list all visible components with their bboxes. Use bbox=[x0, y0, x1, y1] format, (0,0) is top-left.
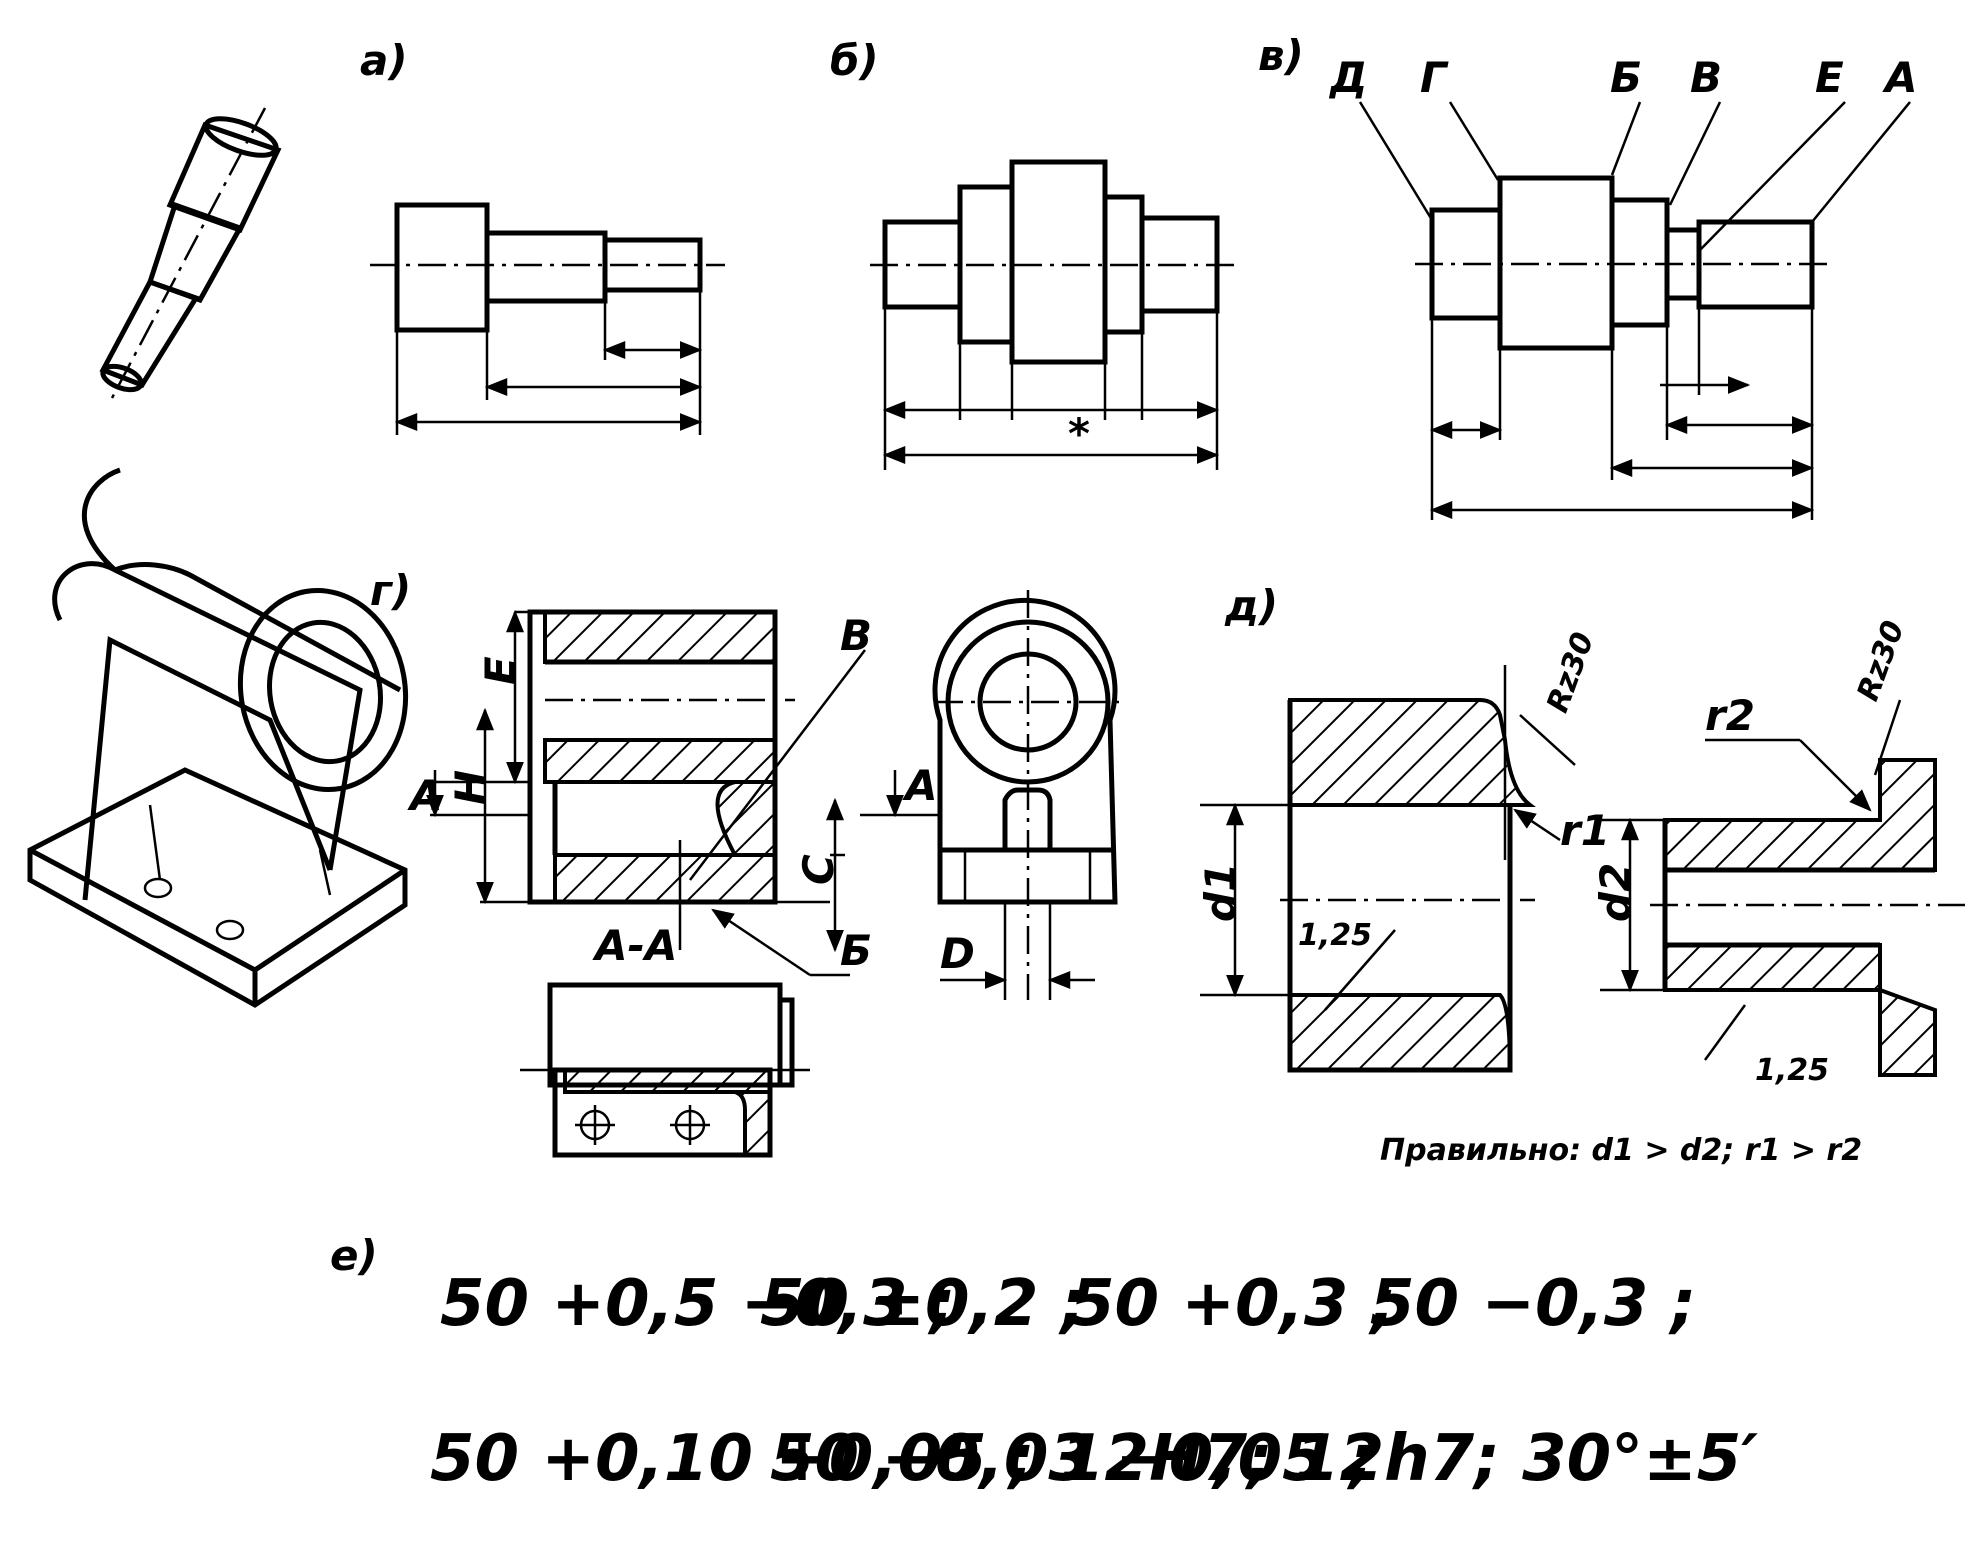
finish-1-label: 1,25 bbox=[1298, 918, 1372, 953]
dimension-h-label: H bbox=[446, 770, 495, 805]
dimension-c-label: C bbox=[794, 854, 843, 885]
bracket-side-view: D A bbox=[860, 590, 1120, 1000]
bracket-isometric bbox=[27, 467, 409, 1008]
tolerance-3: 50 +0,3 ; bbox=[1070, 1267, 1396, 1341]
surface-v-label: В bbox=[840, 611, 872, 660]
rz1-label: Rz30 bbox=[1540, 628, 1601, 717]
panel-a: а) bbox=[99, 36, 725, 435]
surface-label-3: Б bbox=[1610, 53, 1642, 102]
tolerance-7: 12H7; 12h7; 30°±5′ bbox=[1060, 1422, 1758, 1496]
surface-b-label: Б bbox=[840, 926, 872, 975]
surface-label-2: Г bbox=[1420, 53, 1449, 102]
rule-note: Правильно: d1 > d2; r1 > r2 bbox=[1380, 1133, 1862, 1168]
r1-label: r1 bbox=[1560, 806, 1610, 855]
shaft-v-drawing bbox=[1415, 175, 1830, 520]
panel-v: в) Д Г Б В Е А bbox=[1258, 31, 1918, 520]
dimension-e-label: E bbox=[476, 656, 525, 685]
panel-d: д) d1 Rz30 r1 1,25 bbox=[1196, 581, 1965, 1168]
surface-label-4: В bbox=[1690, 53, 1722, 102]
part-left: d1 Rz30 r1 1,25 bbox=[1196, 628, 1610, 1073]
surface-label-5: Е bbox=[1815, 53, 1844, 102]
dimension-a-right-label: A bbox=[902, 761, 938, 810]
d1-label: d1 bbox=[1196, 863, 1245, 922]
shaft-b-drawing: * bbox=[870, 159, 1235, 470]
panel-b: б) * bbox=[830, 36, 1235, 470]
shaft-isometric bbox=[99, 107, 282, 399]
leader-lines bbox=[1358, 101, 1911, 251]
section-label: А-А bbox=[592, 921, 677, 970]
tolerance-4: 50 −0,3 ; bbox=[1370, 1267, 1696, 1341]
panel-a-label: а) bbox=[360, 36, 408, 85]
section-a-a-view bbox=[520, 982, 810, 1158]
r2-label: r2 bbox=[1705, 691, 1755, 740]
dimension-a-left-label: A bbox=[407, 771, 443, 820]
part-right: d2 r2 Rz30 1,25 bbox=[1591, 616, 1965, 1088]
panel-b-label: б) bbox=[830, 36, 879, 85]
finish-2-label: 1,25 bbox=[1755, 1053, 1829, 1088]
tolerance-2: 50 ±0,2 ; bbox=[760, 1267, 1086, 1341]
tolerance-6: 50 −0,03 −0,05 ; bbox=[770, 1422, 1375, 1496]
surface-label-1: Д bbox=[1328, 53, 1367, 102]
surface-label-6: А bbox=[1882, 53, 1918, 102]
panel-v-label: в) bbox=[1258, 31, 1304, 80]
panel-d-label: д) bbox=[1224, 581, 1278, 630]
panel-e: е) 50 +0,5 −0,3 ; 50 ±0,2 ; 50 +0,3 ; 50… bbox=[330, 1231, 1758, 1496]
shaft-a-drawing bbox=[370, 202, 725, 435]
d2-label: d2 bbox=[1591, 863, 1640, 922]
panel-g: г) E bbox=[27, 467, 1120, 1158]
closing-dimension-star: * bbox=[1068, 409, 1090, 458]
bracket-front-view: E H A C В Б bbox=[407, 609, 872, 977]
panel-g-label: г) bbox=[370, 566, 411, 615]
dimension-d-label: D bbox=[940, 929, 975, 978]
tolerance-5: 50 +0,10 +0,05 ; bbox=[430, 1422, 1035, 1496]
tolerance-1: 50 +0,5 −0,3 ; bbox=[440, 1267, 956, 1341]
panel-e-label: е) bbox=[330, 1231, 378, 1280]
rz2-label: Rz30 bbox=[1851, 616, 1912, 705]
